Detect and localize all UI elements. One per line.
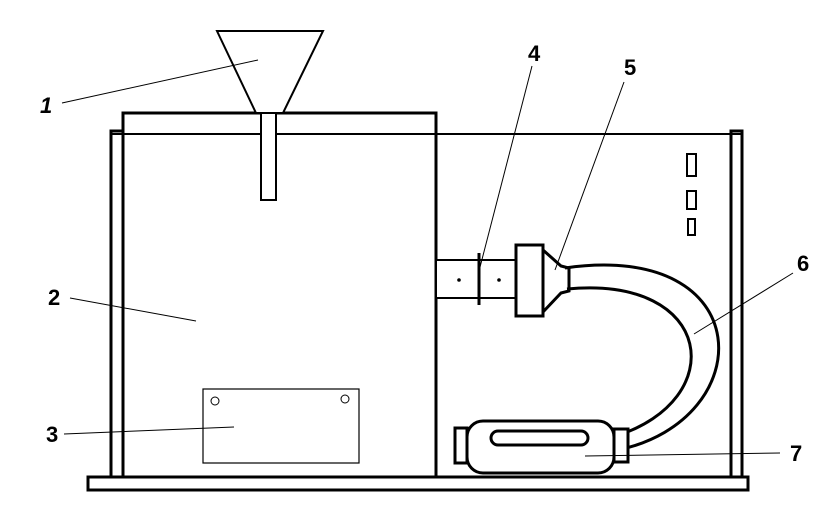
callout-label-3: 3	[46, 422, 58, 447]
pipe-rivet-right	[497, 278, 501, 282]
indicator-slot-3	[687, 218, 696, 236]
callout-label-6: 6	[797, 251, 809, 276]
funnel-tube	[260, 112, 277, 201]
pipe-flange	[514, 243, 545, 318]
leader-5	[554, 81, 625, 271]
base-plate	[86, 475, 750, 492]
leader-1	[61, 59, 259, 104]
nozzle-cone	[541, 246, 571, 316]
leader-2	[69, 297, 197, 322]
callout-label-2: 2	[48, 285, 60, 310]
left-post	[109, 129, 125, 479]
funnel	[215, 30, 325, 114]
motor-body	[465, 419, 616, 475]
indicator-slot-1	[686, 153, 697, 177]
indicator-slot-2	[686, 190, 697, 210]
callout-label-5: 5	[624, 55, 636, 80]
callout-label-1: 1	[40, 93, 52, 118]
leader-6	[693, 272, 794, 335]
chamber	[121, 111, 438, 479]
pipe-rivet-left	[457, 278, 461, 282]
leader-7	[584, 452, 781, 457]
plate-hole-left	[210, 396, 220, 406]
right-post	[729, 129, 744, 479]
name-plate	[202, 388, 360, 464]
leader-3	[63, 426, 235, 435]
leader-4	[478, 65, 533, 272]
hose-outer	[564, 263, 721, 452]
hose-inner	[566, 286, 693, 438]
plate-hole-right	[340, 394, 350, 404]
callout-label-4: 4	[528, 41, 541, 66]
motor-left-cap	[453, 426, 469, 465]
motor-slot	[489, 429, 590, 447]
motor-right-cap	[612, 427, 630, 464]
callout-label-7: 7	[790, 441, 802, 466]
outlet-pipe	[435, 259, 517, 299]
